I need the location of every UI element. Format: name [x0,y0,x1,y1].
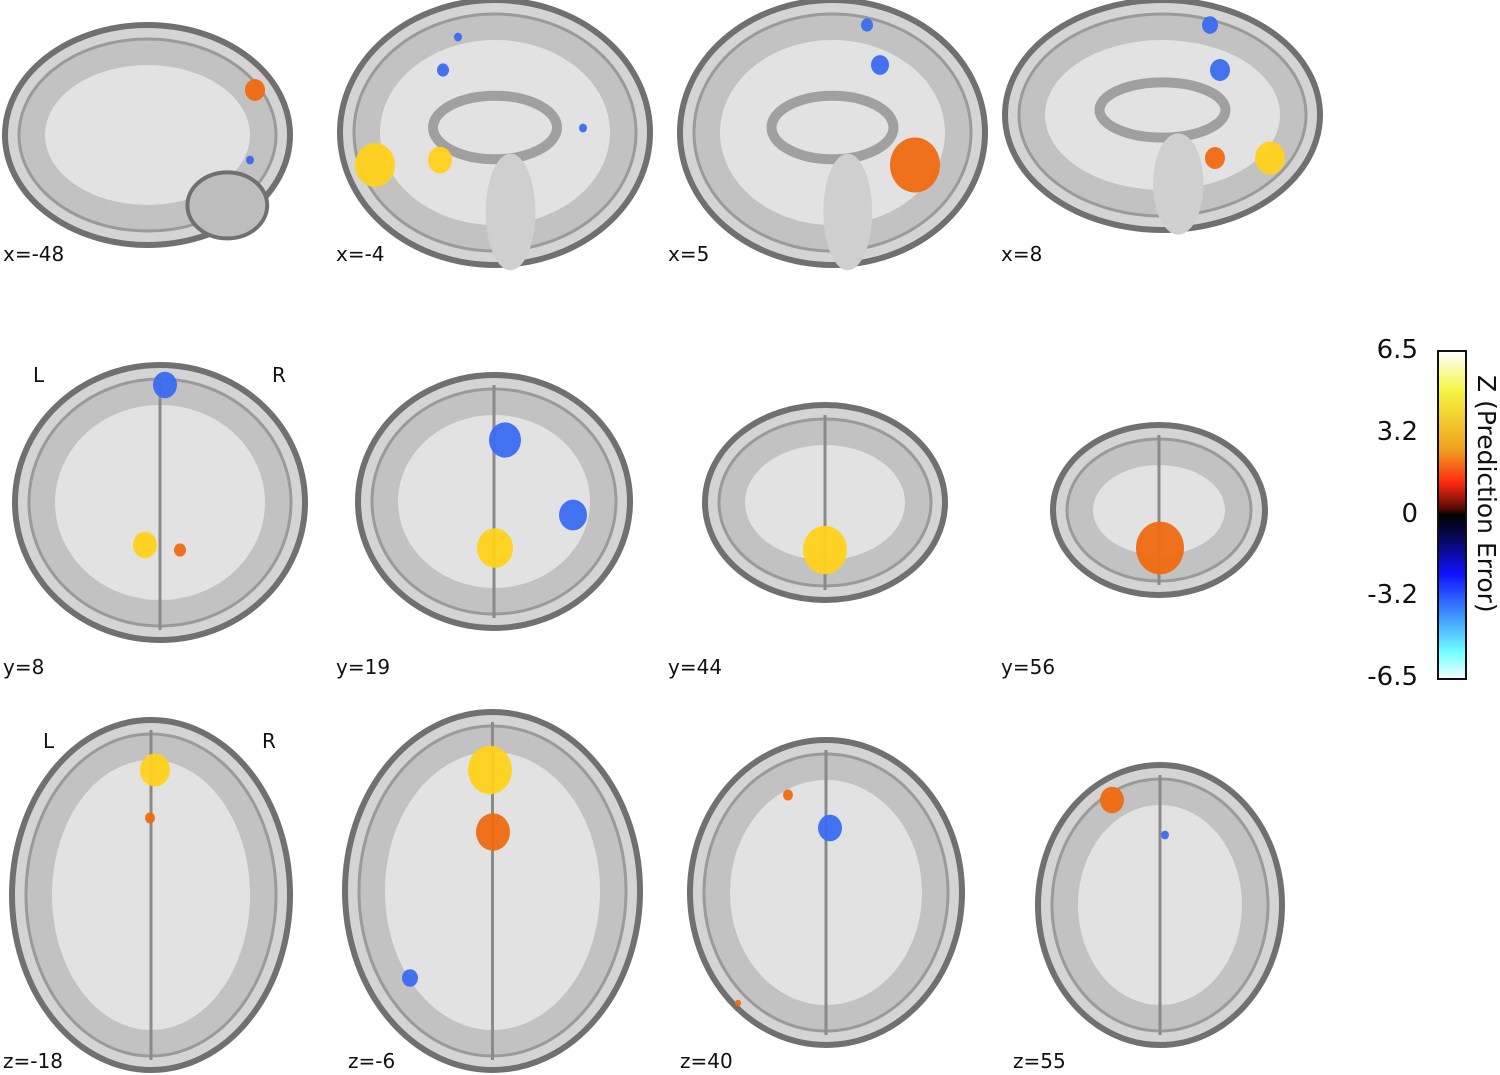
activation-positive [174,543,186,557]
activation-positive [1255,141,1285,175]
brainstem [1153,133,1204,235]
slice-coordinate-label: z=55 [1013,1049,1066,1073]
activation-positive [1100,786,1124,814]
colorbar [1437,350,1467,680]
right-hemisphere-marker: R [262,729,276,753]
right-hemisphere-marker: R [272,363,286,387]
slice-coordinate-label: x=-48 [3,242,65,266]
slice-coordinate-label: y=44 [668,655,723,679]
activation-positive [468,745,512,795]
activation-negative [153,371,177,399]
activation-positive [735,999,741,1007]
activation-negative [1202,16,1218,34]
slice-coordinate-label: y=56 [1001,655,1056,679]
colorbar-tick: 3.2 [1376,417,1418,447]
left-hemisphere-marker: L [33,363,45,387]
activation-negative [489,422,521,458]
colorbar-tick: 0 [1401,499,1418,529]
activation-positive [890,137,940,193]
activation-positive [140,753,170,787]
activation-positive [477,528,513,568]
slice-coordinate-label: z=-18 [3,1049,63,1073]
activation-negative [861,18,873,32]
colorbar-tick: -3.2 [1367,580,1418,610]
activation-negative [818,814,842,842]
left-hemisphere-marker: L [43,729,55,753]
slice-coordinate-label: z=-6 [348,1049,396,1073]
activation-positive [133,531,157,559]
activation-positive [783,789,793,801]
activation-negative [559,499,587,531]
corpus-callosum [428,90,562,165]
white-matter [45,65,250,205]
colorbar-tick: 6.5 [1376,335,1418,365]
activation-positive [476,813,510,851]
slice-coordinate-label: y=8 [3,655,45,679]
activation-negative [579,123,587,133]
white-matter [720,40,945,225]
activation-positive [1205,147,1225,169]
activation-positive [245,79,265,101]
slice-coordinate-label: x=5 [668,242,710,266]
activation-negative [246,155,254,165]
brainstem [823,153,873,271]
colorbar-tick: -6.5 [1367,662,1418,692]
brainstem [485,153,536,271]
activation-negative [402,969,418,987]
slice-coordinate-label: y=19 [336,655,391,679]
activation-positive [428,146,452,174]
white-matter [380,40,610,225]
activation-negative [454,32,462,42]
cerebellum [185,170,270,241]
activation-positive [355,143,395,187]
slice-coordinate-label: z=40 [680,1049,733,1073]
corpus-callosum [766,90,899,165]
activation-negative [871,55,889,75]
colorbar-title: Z (Prediction Error) [1472,375,1500,613]
activation-negative [1161,830,1169,840]
activation-negative [1210,59,1230,81]
corpus-callosum [1094,77,1231,143]
activation-negative [437,63,449,77]
slice-coordinate-label: x=-4 [336,242,385,266]
activation-positive [145,812,155,824]
activation-positive [1136,521,1184,575]
activation-positive [803,525,847,575]
slice-coordinate-label: x=8 [1001,242,1043,266]
